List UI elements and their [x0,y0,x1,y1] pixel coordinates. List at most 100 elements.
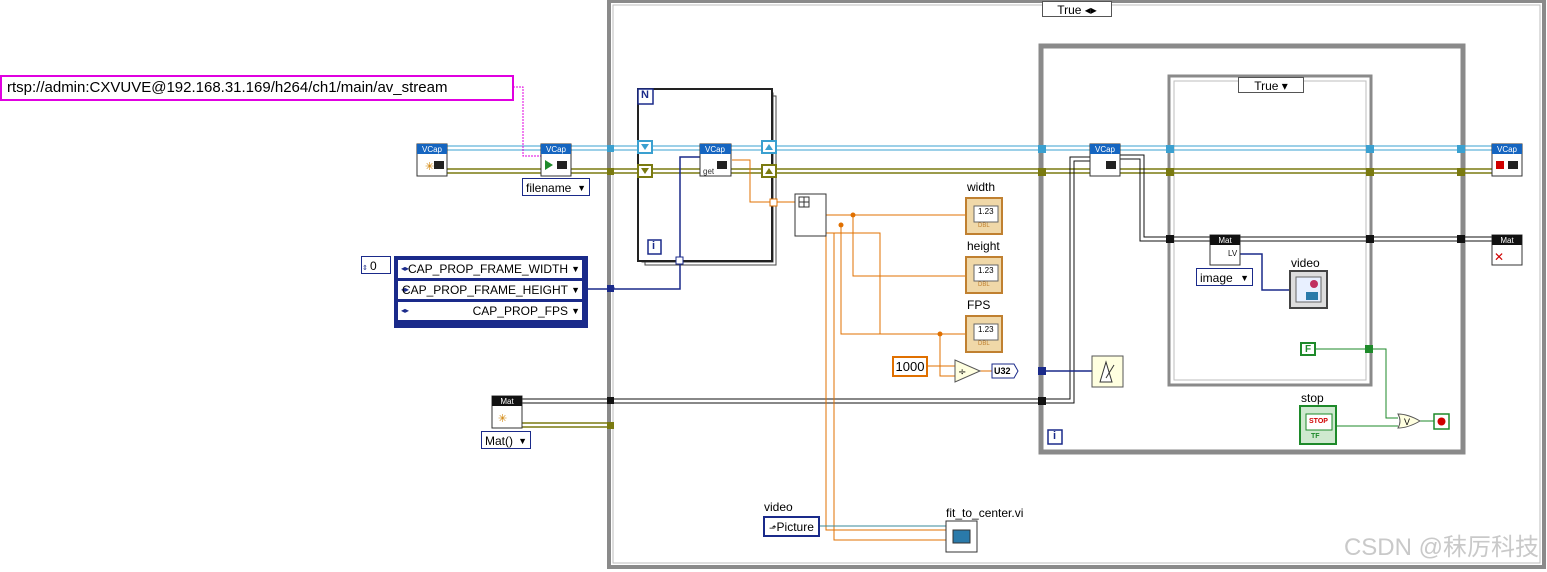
width-type: DBL [978,223,990,229]
increment-icon: ⇕ [362,265,368,272]
inner-case-selector[interactable]: True ▾ [1238,77,1304,93]
shift-registers [637,140,777,178]
outer-case-structure [607,0,1546,569]
chevron-down-icon: ▼ [518,436,527,446]
numeric-indicator-fps [965,315,1003,353]
fit-to-center-label: fit_to_center.vi [946,506,1024,520]
svg-text:Mat: Mat [500,397,514,406]
property-array-constant: ◂▸ CAP_PROP_FRAME_WIDTH ▼ ◂▸ CAP_PROP_FR… [394,256,588,328]
increment-icon: ◂▸ [401,306,410,315]
svg-text:V: V [1404,417,1410,427]
fps-value: 1.23 [978,325,994,334]
svg-text:✕: ✕ [1494,250,1504,264]
for-loop [637,88,777,266]
property-item[interactable]: ◂▸ CAP_PROP_FPS ▼ [398,302,582,320]
filename-selector-label: filename [526,181,572,195]
svg-text:VCap: VCap [422,145,443,154]
property-label: CAP_PROP_FRAME_HEIGHT [401,283,568,297]
inner-case-structure [1167,74,1373,387]
property-label: CAP_PROP_FRAME_WIDTH [407,262,568,276]
mat-create-icon: Mat ✳ [491,395,523,429]
increment-icon: ◂▸ [401,285,410,294]
mat-to-lv-icon: Mat LV [1209,234,1241,266]
fps-label: FPS [967,298,991,312]
loop-condition-terminal [1433,413,1450,430]
tunnels [607,145,1465,429]
stop-label: stop [1301,391,1324,405]
picture-ref-icon: ⬏ [769,523,777,533]
or-node: V [1397,413,1421,429]
svg-text:VCap: VCap [546,145,567,154]
u32-label: U32 [994,366,1011,376]
case-arrows-icon: ▾ [1281,79,1288,93]
chevron-down-icon: ▼ [577,183,586,193]
boolean-wires [1316,348,1434,427]
vcap-open-icon: VCap [540,143,572,177]
watermark: CSDN @秣厉科技 [1343,534,1539,561]
false-constant[interactable]: F [1300,342,1316,356]
wait-timer-icon [1091,355,1124,388]
picture-control[interactable]: ⬏Picture [763,516,820,537]
increment-icon: ◂▸ [401,264,410,273]
chevron-down-icon: ▼ [1240,273,1249,283]
height-type: DBL [978,282,990,288]
divide-node: ÷ [954,359,982,383]
svg-text:VCap: VCap [1497,145,1518,154]
svg-text:÷: ÷ [958,367,966,378]
property-item[interactable]: ◂▸ CAP_PROP_FRAME_WIDTH ▼ [398,260,582,278]
chevron-down-icon: ▼ [571,264,580,274]
height-label: height [967,239,1000,253]
svg-text:VCap: VCap [1095,145,1116,154]
tf-label: TF [1311,433,1320,440]
mat-constructor-selector[interactable]: Mat() ▼ [481,431,531,449]
stop-button-text: STOP [1309,418,1328,425]
filename-selector[interactable]: filename ▼ [522,178,590,196]
mat-selector-label: Mat() [485,434,513,448]
mat-release-icon: Mat ✕ [1491,234,1523,266]
numeric-indicator-height [965,256,1003,294]
inner-case-value: True [1254,79,1279,93]
index-array-icon [794,193,827,237]
svg-text:get: get [703,167,715,176]
outer-case-value: True [1057,3,1082,17]
width-value: 1.23 [978,207,994,216]
fps-type: DBL [978,341,990,347]
stop-button-terminal [1299,405,1337,445]
video-label-left: video [764,500,793,514]
outer-case-selector[interactable]: True ◂▸ [1042,1,1112,17]
svg-text:Mat: Mat [1218,236,1232,245]
while-loop [1038,43,1466,455]
svg-text:VCap: VCap [705,145,726,154]
rtsp-url-constant[interactable]: rtsp://admin:CXVUVE@192.168.31.169/h264/… [0,75,514,101]
chevron-down-icon: ▼ [571,285,580,295]
svg-text:Mat: Mat [1500,236,1514,245]
u32-conversion [991,363,1019,379]
fit-to-center-icon [945,520,978,553]
height-value: 1.23 [978,266,994,275]
constant-1000[interactable]: 1000 [892,356,928,377]
count-terminal-label: N [641,89,649,101]
image-selector[interactable]: image▼ [1196,268,1253,286]
vcap-release-icon: VCap [1491,143,1523,177]
vcap-read-icon: VCap [1089,143,1121,177]
vcap-reference-wire [447,145,1492,151]
property-item[interactable]: ◂▸ CAP_PROP_FRAME_HEIGHT ▼ [398,281,582,299]
array-index-value: 0 [370,259,377,273]
array-index-control[interactable]: ⇕0 [361,256,391,274]
error-cluster-wire [447,168,1492,428]
picture-label: Picture [776,520,814,534]
video-picture-indicator [1289,270,1328,309]
numeric-wires [732,159,994,541]
property-label: CAP_PROP_FPS [472,304,568,318]
width-label: width [967,180,996,194]
vcap-get-icon: VCap get [699,143,732,177]
vcap-create-icon: VCap ✳ [416,143,448,177]
svg-text:✳: ✳ [425,160,434,173]
property-wire [584,156,1294,372]
rtsp-wire [507,86,543,157]
svg-text:✳: ✳ [498,412,507,425]
case-arrows-icon: ◂▸ [1084,3,1097,17]
while-iteration-label: i [1053,430,1057,442]
chevron-down-icon: ▼ [571,306,580,316]
